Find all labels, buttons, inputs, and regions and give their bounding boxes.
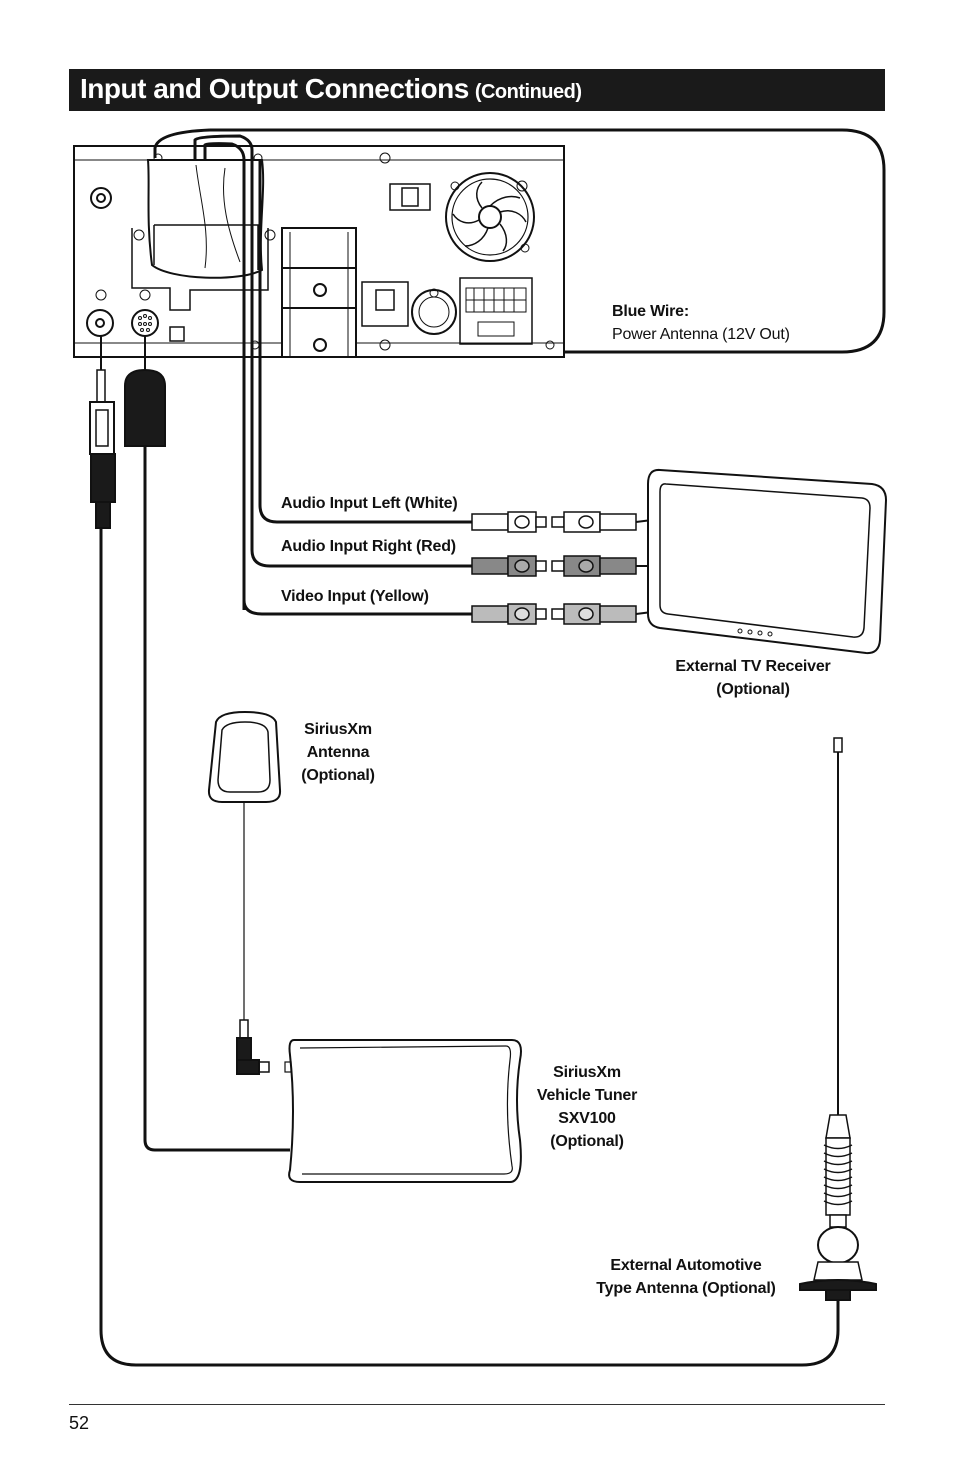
page-number: 52 (69, 1413, 90, 1433)
sirius-tuner-label-line2: Vehicle Tuner (536, 1087, 638, 1104)
rca-plug-audio-right (471, 555, 547, 577)
din-connector-icon (411, 289, 457, 335)
sirius-plug-icon (124, 336, 166, 447)
sirius-antenna-label-line1: SiriusXm (304, 721, 372, 738)
tv-receiver-label: External TV Receiver (Optional) (663, 655, 843, 701)
section-title: Input and Output Connections(Continued) (80, 73, 582, 105)
external-antenna-label-line2: Type Antenna (Optional) (596, 1280, 776, 1297)
external-antenna-label: External Automotive Type Antenna (Option… (580, 1254, 792, 1300)
rca-plug-tv-left (551, 511, 637, 533)
sirius-antenna-label-line3: (Optional) (301, 767, 375, 784)
antenna-plug-icon (89, 336, 116, 529)
section-header-bar: Input and Output Connections(Continued) (69, 69, 885, 111)
sirius-tuner-label-line3: SXV100 (558, 1110, 616, 1127)
audio-right-cable (250, 520, 472, 568)
audio-left-cable (258, 160, 472, 524)
video-cable (242, 599, 472, 616)
blue-wire-label: Blue Wire: (612, 303, 689, 320)
sirius-antenna-connector (236, 1019, 270, 1075)
sirius-tuner-label-line4: (Optional) (550, 1133, 624, 1150)
rca-plug-tv-right (551, 555, 637, 577)
blue-wire-power-antenna-loop (210, 128, 886, 354)
external-antenna-label-line1: External Automotive (610, 1257, 762, 1274)
audio-input-left-label: Audio Input Left (White) (281, 495, 458, 512)
video-input-label: Video Input (Yellow) (281, 588, 429, 605)
sirius-tuner-label-line1: SiriusXm (553, 1064, 621, 1081)
rca-plug-video (471, 603, 547, 625)
audio-input-right-label: Audio Input Right (Red) (281, 538, 456, 555)
sirius-tuner-cable (143, 446, 290, 1152)
cooling-fan-icon (445, 172, 535, 262)
external-automotive-antenna (799, 737, 877, 1301)
sirius-antenna-label: SiriusXm Antenna (Optional) (288, 718, 388, 787)
sirius-tuner-label: SiriusXm Vehicle Tuner SXV100 (Optional) (522, 1061, 652, 1153)
wiring-harness-connector-icon (459, 277, 533, 345)
footer-rule (69, 1404, 885, 1405)
sirius-vehicle-tuner-box (284, 1039, 522, 1183)
external-tv-monitor (647, 468, 888, 655)
tv-receiver-label-line2: (Optional) (716, 681, 790, 698)
sirius-antenna-label-line2: Antenna (306, 744, 370, 761)
rca-plug-audio-left (471, 511, 547, 533)
section-title-continued: (Continued) (474, 81, 582, 103)
tv-receiver-label-line1: External TV Receiver (675, 658, 831, 675)
sirius-antenna-puck (207, 710, 282, 803)
radio-antenna-cable (99, 528, 840, 1367)
blue-wire-description: Power Antenna (12V Out) (612, 326, 790, 343)
rca-plug-tv-video (551, 603, 637, 625)
head-unit-rear-panel (73, 145, 565, 358)
section-title-main: Input and Output Connections (80, 73, 469, 104)
